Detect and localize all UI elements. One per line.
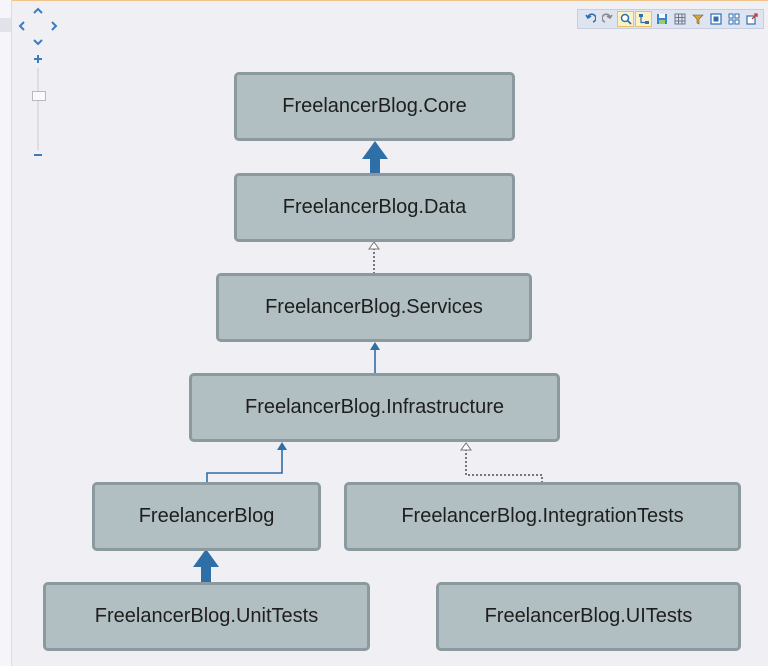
edge-services-to-data bbox=[368, 241, 380, 274]
zoom-out-icon[interactable] bbox=[32, 148, 44, 160]
grid-icon[interactable] bbox=[671, 11, 688, 27]
node-infrastructure[interactable]: FreelancerBlog.Infrastructure bbox=[189, 373, 560, 442]
save-icon[interactable] bbox=[653, 11, 670, 27]
redo-icon[interactable] bbox=[599, 11, 616, 27]
layout-icon[interactable] bbox=[635, 11, 652, 27]
node-data[interactable]: FreelancerBlog.Data bbox=[234, 173, 515, 242]
edge-web-to-infrastructure bbox=[206, 442, 287, 483]
group-icon[interactable] bbox=[707, 11, 724, 27]
node-services[interactable]: FreelancerBlog.Services bbox=[216, 273, 532, 342]
zoom-in-icon[interactable] bbox=[32, 52, 44, 64]
edge-unittests-to-web bbox=[193, 549, 219, 583]
node-core[interactable]: FreelancerBlog.Core bbox=[234, 72, 515, 141]
undo-icon[interactable] bbox=[581, 11, 598, 27]
node-ui-tests[interactable]: FreelancerBlog.UITests bbox=[436, 582, 741, 651]
expand-icon[interactable] bbox=[725, 11, 742, 27]
zoom-to-fit-icon[interactable] bbox=[617, 11, 634, 27]
node-unit-tests[interactable]: FreelancerBlog.UnitTests bbox=[43, 582, 370, 651]
left-margin-highlight bbox=[0, 18, 11, 32]
edge-infrastructure-to-services bbox=[370, 342, 380, 374]
left-margin-strip bbox=[0, 0, 12, 666]
graph-toolbar bbox=[577, 9, 764, 29]
export-icon[interactable] bbox=[743, 11, 760, 27]
zoom-slider-thumb[interactable] bbox=[32, 91, 46, 101]
zoom-slider-track[interactable] bbox=[37, 68, 39, 150]
pan-right-icon[interactable] bbox=[48, 20, 60, 32]
node-freelancerblog[interactable]: FreelancerBlog bbox=[92, 482, 321, 551]
node-integration-tests[interactable]: FreelancerBlog.IntegrationTests bbox=[344, 482, 741, 551]
edge-data-to-core bbox=[362, 141, 388, 174]
window-top-border bbox=[0, 0, 768, 1]
edge-integrationtests-to-infrastructure bbox=[460, 442, 543, 483]
pan-left-icon[interactable] bbox=[16, 20, 28, 32]
filter-icon[interactable] bbox=[689, 11, 706, 27]
pan-up-icon[interactable] bbox=[32, 5, 44, 17]
pan-down-icon[interactable] bbox=[32, 36, 44, 48]
